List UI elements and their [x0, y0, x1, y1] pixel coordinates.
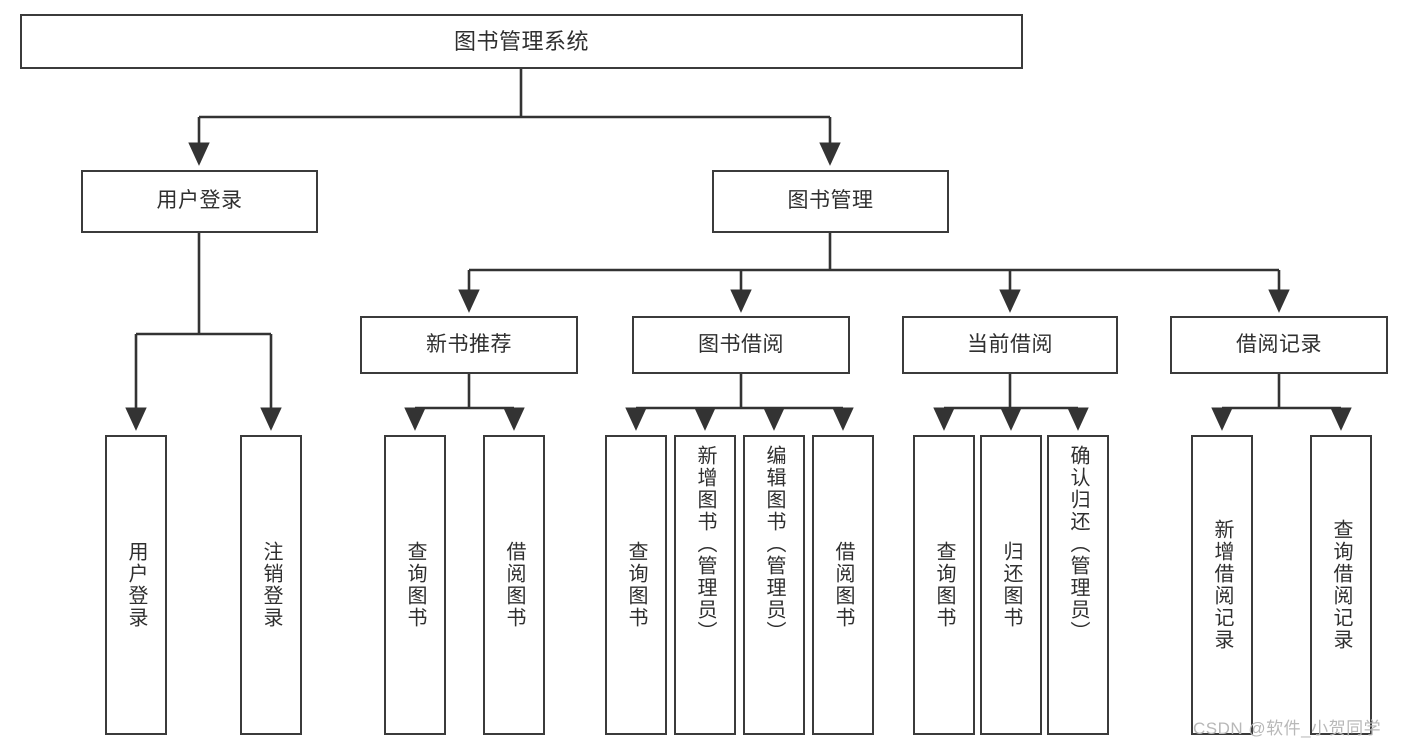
- node-borrow-record[interactable]: 借阅记录: [1170, 316, 1388, 374]
- node-new-book-recommend-label: 新书推荐: [426, 332, 512, 356]
- node-root-system-label: 图书管理系统: [453, 28, 589, 54]
- node-user-login-label: 用户登录: [156, 189, 243, 213]
- node-leaf-query-book-current-label: 查询图书: [933, 541, 955, 629]
- node-leaf-query-book-recommend-label: 查询图书: [404, 541, 426, 629]
- node-leaf-edit-book-admin[interactable]: 编辑图书（管理员）: [743, 435, 805, 735]
- node-leaf-borrow-book-label: 借阅图书: [832, 541, 854, 629]
- node-book-management-label: 图书管理: [787, 189, 874, 213]
- node-leaf-add-borrow-record[interactable]: 新增借阅记录: [1191, 435, 1253, 735]
- node-leaf-add-book-admin[interactable]: 新增图书（管理员）: [674, 435, 736, 735]
- node-borrow-record-label: 借阅记录: [1236, 332, 1322, 356]
- node-leaf-query-borrow-record[interactable]: 查询借阅记录: [1310, 435, 1372, 735]
- node-leaf-borrow-book-recommend-label: 借阅图书: [503, 541, 525, 629]
- node-leaf-return-book[interactable]: 归还图书: [980, 435, 1042, 735]
- node-book-borrow[interactable]: 图书借阅: [632, 316, 850, 374]
- node-leaf-add-book-admin-label: 新增图书（管理员）: [694, 445, 716, 643]
- node-leaf-user-login[interactable]: 用户登录: [105, 435, 167, 735]
- node-book-borrow-label: 图书借阅: [698, 332, 784, 356]
- node-leaf-add-borrow-record-label: 新增借阅记录: [1211, 519, 1233, 651]
- node-leaf-confirm-return-admin[interactable]: 确认归还（管理员）: [1047, 435, 1109, 735]
- node-leaf-query-borrow-record-label: 查询借阅记录: [1330, 519, 1352, 651]
- node-book-management[interactable]: 图书管理: [712, 170, 949, 233]
- node-leaf-return-book-label: 归还图书: [1000, 541, 1022, 629]
- node-leaf-borrow-book[interactable]: 借阅图书: [812, 435, 874, 735]
- node-leaf-query-book-recommend[interactable]: 查询图书: [384, 435, 446, 735]
- node-leaf-user-login-label: 用户登录: [125, 541, 147, 629]
- node-leaf-query-book-borrow-label: 查询图书: [625, 541, 647, 629]
- node-leaf-query-book-borrow[interactable]: 查询图书: [605, 435, 667, 735]
- node-leaf-query-book-current[interactable]: 查询图书: [913, 435, 975, 735]
- node-current-borrow-label: 当前借阅: [967, 332, 1053, 356]
- node-leaf-logout[interactable]: 注销登录: [240, 435, 302, 735]
- node-leaf-confirm-return-admin-label: 确认归还（管理员）: [1067, 445, 1089, 643]
- csdn-watermark: CSDN @软件_小贺同学: [1193, 719, 1382, 738]
- node-new-book-recommend[interactable]: 新书推荐: [360, 316, 578, 374]
- node-leaf-borrow-book-recommend[interactable]: 借阅图书: [483, 435, 545, 735]
- node-leaf-edit-book-admin-label: 编辑图书（管理员）: [763, 445, 785, 643]
- node-current-borrow[interactable]: 当前借阅: [902, 316, 1118, 374]
- node-user-login[interactable]: 用户登录: [81, 170, 318, 233]
- node-root-system[interactable]: 图书管理系统: [20, 14, 1023, 69]
- node-leaf-logout-label: 注销登录: [260, 541, 282, 629]
